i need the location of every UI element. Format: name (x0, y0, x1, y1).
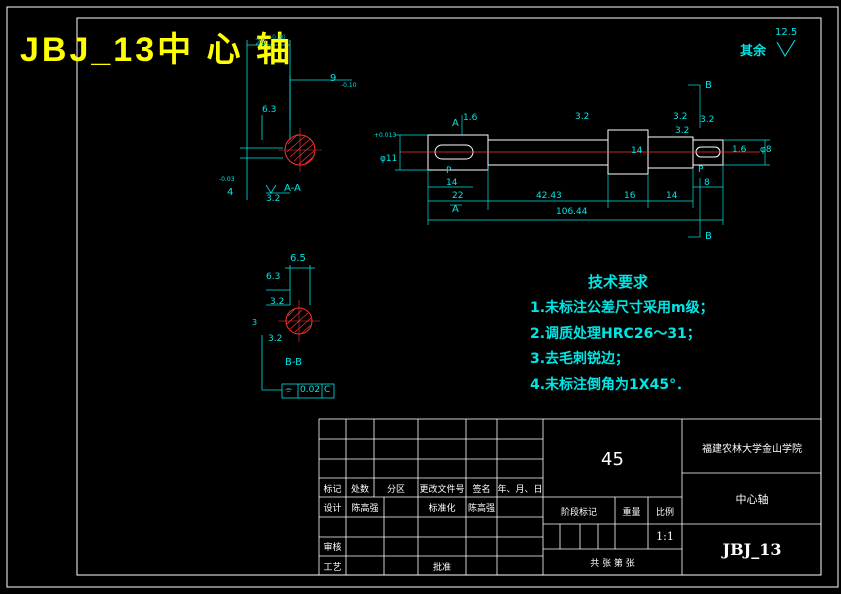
roughness-other-value: 12.5 (775, 27, 798, 38)
section-mark-b-bottom: B (705, 231, 712, 242)
dim-22: 22 (452, 191, 464, 201)
dim-14-left: 14 (446, 178, 458, 188)
section-aa (240, 40, 352, 200)
header-date: 年、月、日 (497, 485, 543, 495)
tech-requirement-2: 2.调质处理HRC26～31； (530, 326, 701, 342)
row-review-label: 审核 (323, 543, 342, 553)
tech-requirement-3: 3.去毛刺锐边； (530, 351, 630, 367)
roughness-4: 3.2 (700, 115, 715, 125)
shaft-dim-lines (395, 84, 770, 238)
header-change-doc: 更改文件号 (419, 485, 465, 495)
section-bb-roughness-bottom: 3.2 (268, 334, 283, 344)
dim-4243: 42.43 (536, 191, 562, 201)
section-aa-width-dim: 9 (330, 73, 337, 84)
header-signature: 签名 (472, 485, 491, 495)
tolerance-value: 0.02 (300, 385, 321, 395)
row-standard-name: 陈高强 (467, 504, 495, 514)
tech-requirements-title: 技术要求 (588, 273, 649, 291)
roughness-1: 1.6 (463, 113, 478, 123)
drawing-number: JBJ_13 (722, 540, 782, 559)
shaft-outline (427, 129, 724, 175)
dim-dia-14: 14 (631, 146, 643, 156)
tolerance-symbol: ⌯ (285, 385, 293, 395)
roughness-6: 1.6 (732, 145, 747, 155)
scale-value: 1:1 (656, 530, 674, 543)
section-mark-b-top: B (705, 80, 712, 91)
section-aa-label: A-A (284, 183, 301, 194)
tolerance-frame (281, 383, 335, 399)
row-design-label: 设计 (323, 504, 342, 514)
drawing-title: JBJ_13中 心 轴 (20, 31, 293, 69)
roughness-other-icon (776, 40, 796, 57)
row-standard-label: 标准化 (428, 504, 456, 514)
section-mark-a-bottom: A (452, 204, 459, 215)
stage-label: 阶段标记 (560, 508, 597, 518)
dim-dia-left-tol: +0.013 (374, 132, 397, 139)
section-bb (261, 265, 315, 391)
section-aa-height-dim: 4 (227, 187, 234, 198)
dim-14-right: 14 (666, 191, 678, 201)
weight-label: 重量 (622, 508, 641, 518)
section-bb-label: B-B (285, 357, 302, 368)
row-approve-label: 批准 (432, 563, 451, 573)
section-bb-width-dim: 6.5 (290, 253, 306, 264)
roughness-3: 3.2 (673, 112, 688, 122)
section-aa-roughness-bottom: 3.2 (266, 194, 281, 204)
title-block-grid (318, 418, 822, 576)
dim-10644: 106.44 (556, 207, 588, 217)
part-name: 中心轴 (735, 493, 769, 506)
sheets-label: 共 张 第 张 (590, 559, 635, 569)
section-bb-roughness-mid: 3.2 (270, 297, 285, 307)
roughness-other-label: 其余 (740, 44, 767, 59)
tech-requirement-1: 1.未标注公差尺寸采用m级； (530, 300, 714, 316)
tech-requirement-4: 4.未标注倒角为1X45°． (530, 377, 691, 393)
section-aa-roughness-side: 6.3 (262, 105, 277, 115)
section-aa-height-tol: -0.03 (219, 176, 235, 183)
dim-16: 16 (624, 191, 636, 201)
header-zone: 分区 (386, 485, 405, 495)
section-bb-roughness-top: 6.3 (266, 272, 281, 282)
row-design-name: 陈高强 (351, 504, 379, 514)
section-bb-left-dim: 3 (252, 318, 258, 327)
roughness-2: 3.2 (575, 112, 590, 122)
section-aa-top-tol: -0.30 (270, 34, 286, 41)
scale-label: 比例 (655, 508, 674, 518)
section-aa-top-dim: 20 (255, 38, 267, 48)
section-aa-width-tol: -0.10 (341, 82, 357, 89)
header-count: 处数 (350, 485, 369, 495)
dim-p-right: P (698, 165, 704, 175)
header-mark: 标记 (323, 485, 342, 495)
school-name: 福建农林大学金山学院 (702, 444, 802, 455)
section-mark-a-top: A (452, 118, 459, 129)
dim-8: 8 (704, 178, 710, 188)
row-process-label: 工艺 (323, 563, 342, 573)
tolerance-datum: C (324, 385, 331, 395)
outer-frame (6, 6, 839, 588)
dim-dia-right: φ8 (760, 145, 772, 155)
dim-dia-left: φ11 (380, 154, 398, 164)
material: 45 (601, 449, 624, 470)
dim-p-left: P (446, 166, 452, 176)
roughness-5: 3.2 (675, 126, 690, 136)
